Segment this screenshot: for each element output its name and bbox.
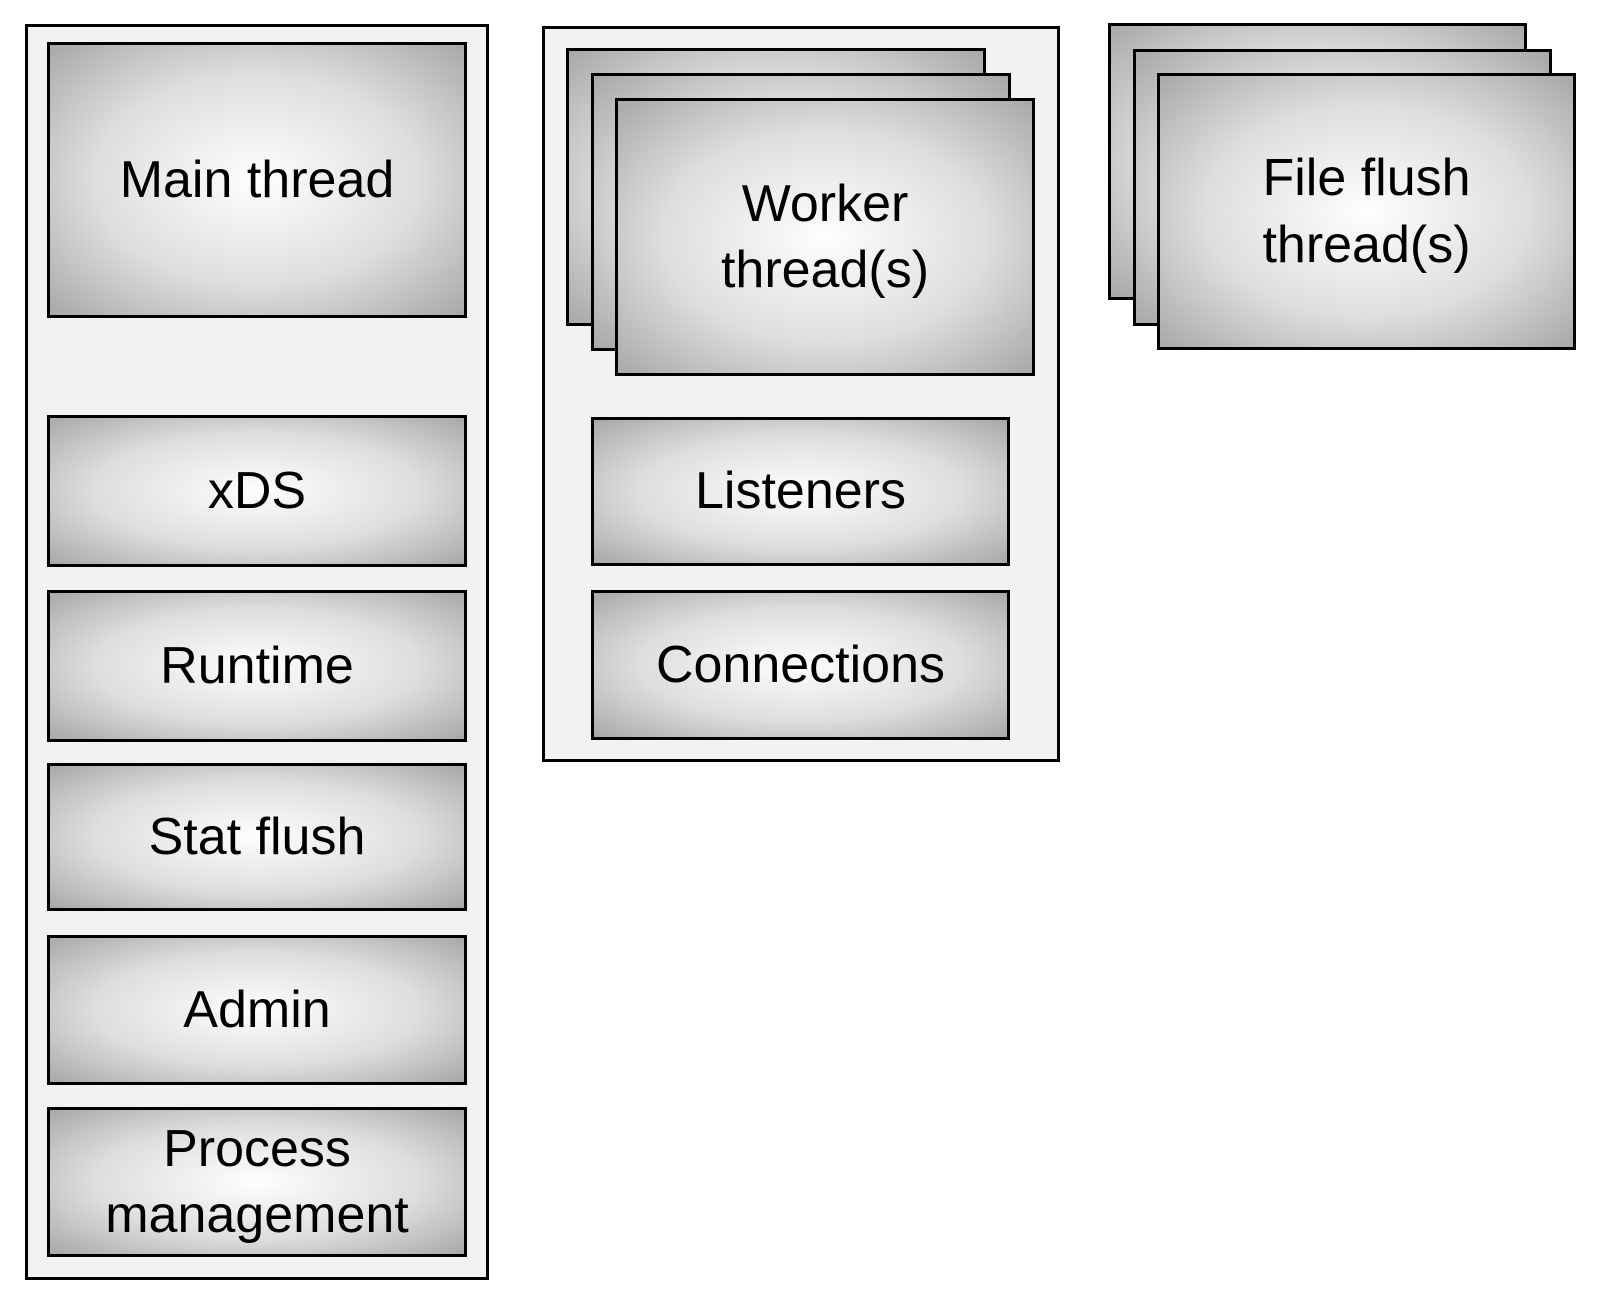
worker-thread-box: Worker thread(s) (615, 98, 1035, 376)
worker-thread-label: Worker thread(s) (720, 174, 930, 299)
process-management-box: Process management (47, 1107, 467, 1257)
worker-thread-group: Worker thread(s) Listeners Connections (542, 26, 1060, 762)
main-thread-label: Main thread (119, 150, 395, 209)
admin-box: Admin (47, 935, 467, 1085)
listeners-box: Listeners (591, 417, 1010, 566)
xds-label: xDS (207, 461, 307, 520)
main-thread-box: Main thread (47, 42, 467, 318)
admin-label: Admin (183, 980, 331, 1039)
file-flush-label: File flush thread(s) (1262, 149, 1471, 274)
stat-flush-box: Stat flush (47, 763, 467, 911)
xds-box: xDS (47, 415, 467, 567)
listeners-label: Listeners (695, 462, 906, 521)
file-flush-box: File flush thread(s) (1157, 73, 1576, 350)
runtime-label: Runtime (160, 636, 354, 695)
connections-label: Connections (655, 635, 946, 694)
stat-flush-label: Stat flush (148, 807, 366, 866)
main-thread-group: Main thread xDS Runtime Stat flush Admin… (25, 24, 489, 1280)
connections-box: Connections (591, 590, 1010, 740)
process-management-label: Process management (105, 1119, 409, 1244)
runtime-box: Runtime (47, 590, 467, 742)
